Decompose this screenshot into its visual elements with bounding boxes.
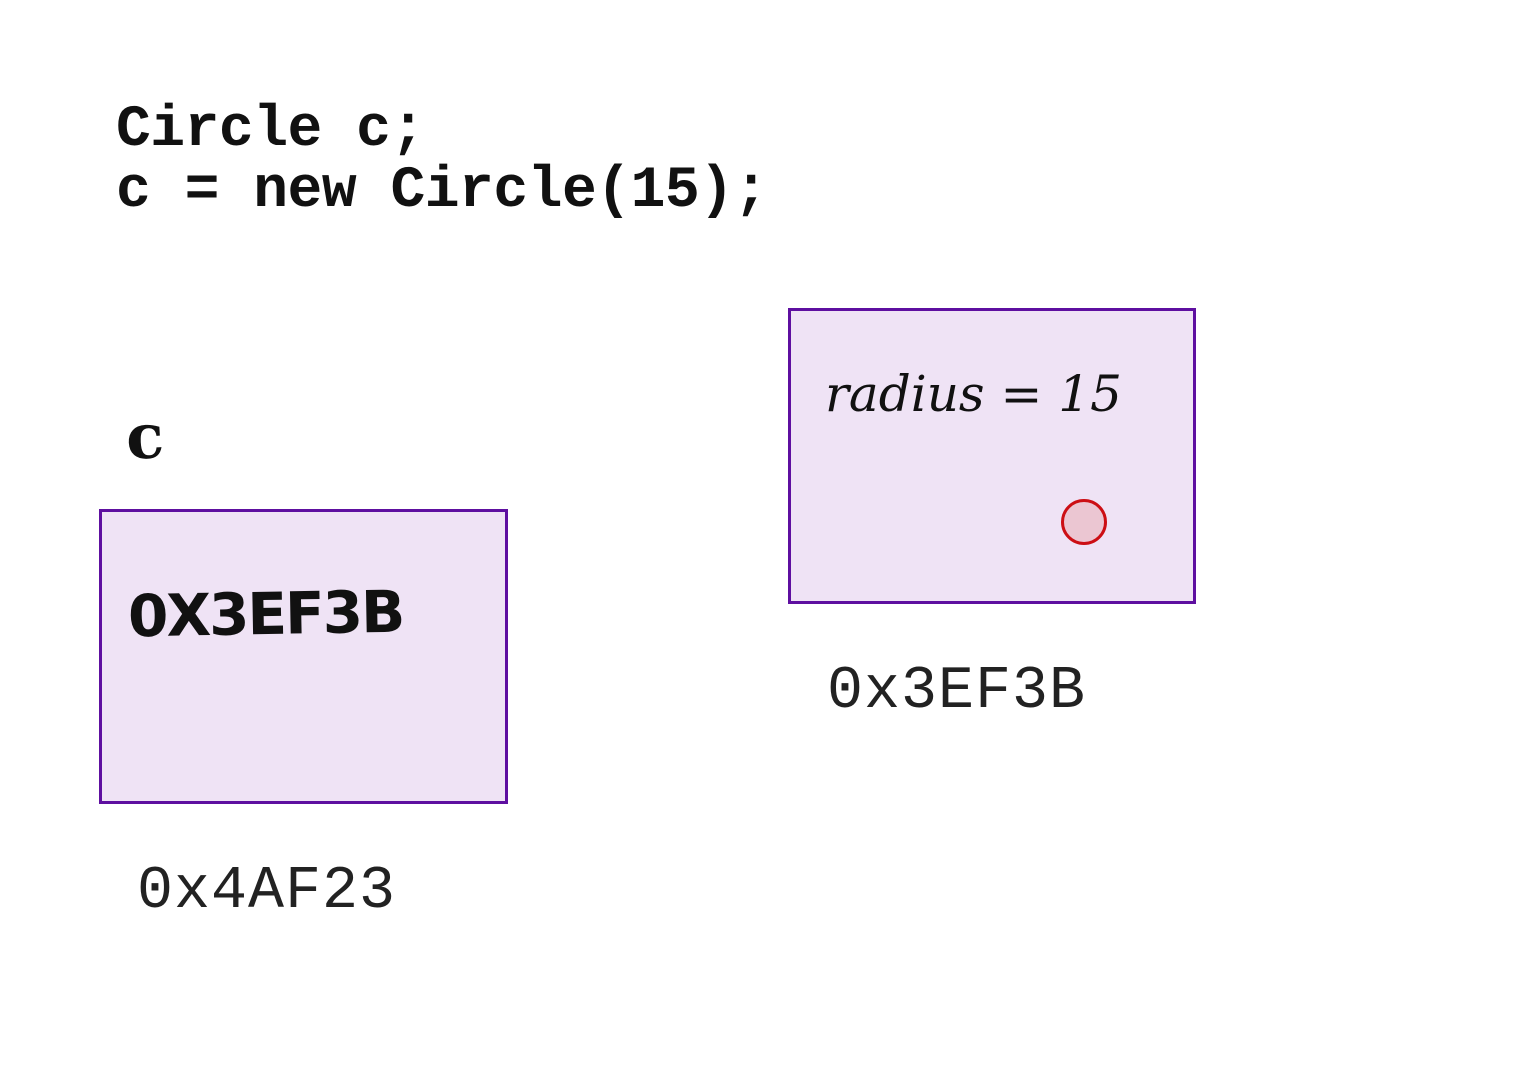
variable-name-label: c — [124, 399, 166, 474]
variable-reference-value: 0X3EF3B — [127, 577, 404, 651]
code-snippet: Circle c;c = new Circle(15); — [116, 100, 768, 222]
code-line-declaration: Circle c; — [116, 98, 425, 163]
code-line-assignment: c = new Circle(15); — [116, 159, 768, 224]
object-radius-field: radius = 15 — [825, 365, 1122, 423]
object-address-label: 0x3EF3B — [827, 658, 1087, 726]
variable-address-label: 0x4AF23 — [137, 858, 397, 926]
object-memory-box: radius = 15 — [788, 308, 1196, 604]
variable-memory-box: 0X3EF3B — [99, 509, 508, 804]
reference-dot-icon — [1061, 499, 1107, 545]
